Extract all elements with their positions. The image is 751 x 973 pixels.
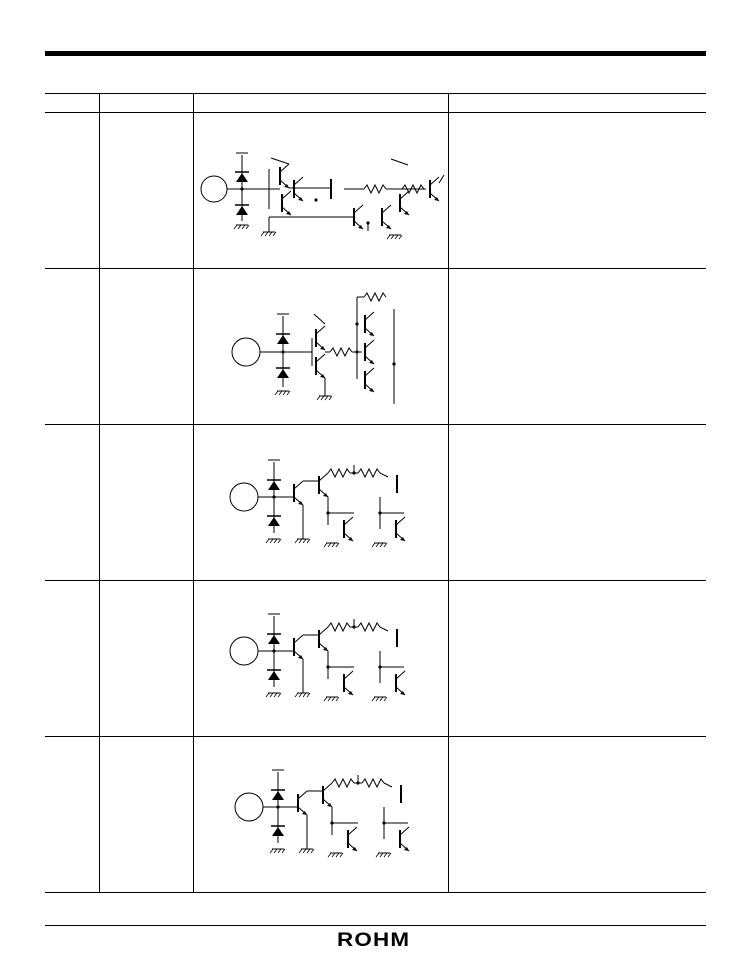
equivalent-circuit-schematic-2	[231, 291, 396, 404]
header-function	[447, 93, 706, 113]
equivalent-circuit-schematic-1	[200, 152, 444, 240]
pin-cell	[45, 268, 99, 425]
header-name	[98, 93, 193, 113]
name-cell	[98, 424, 193, 581]
name-cell	[98, 580, 193, 737]
function-cell	[447, 580, 706, 737]
pin-cell	[45, 424, 99, 581]
header-pin	[45, 93, 99, 113]
function-cell	[447, 424, 706, 581]
circuit-cell	[192, 112, 448, 269]
circuit-cell	[192, 736, 448, 893]
bottom-rule	[45, 925, 706, 926]
circuit-cell	[192, 268, 448, 425]
circuit-cell	[192, 580, 448, 737]
table-row	[45, 424, 706, 581]
pin-cell	[45, 736, 99, 893]
name-cell	[98, 268, 193, 425]
pin-table	[45, 93, 706, 893]
table-row	[45, 112, 706, 269]
header-circuit	[192, 93, 448, 113]
name-cell	[98, 112, 193, 269]
circuit-cell	[192, 424, 448, 581]
table-row	[45, 580, 706, 737]
function-cell	[447, 112, 706, 269]
table-header-row	[45, 93, 706, 113]
table-row	[45, 268, 706, 425]
pin-cell	[45, 112, 99, 269]
equivalent-circuit-schematic-5	[234, 769, 410, 858]
top-rule	[45, 51, 706, 56]
function-cell	[447, 268, 706, 425]
rohm-logo: ROHM	[337, 930, 411, 951]
table-row	[45, 736, 706, 893]
name-cell	[98, 736, 193, 893]
equivalent-circuit-schematic-3	[229, 459, 406, 548]
function-cell	[447, 736, 706, 893]
pin-cell	[45, 580, 99, 737]
equivalent-circuit-schematic-4	[229, 613, 406, 702]
